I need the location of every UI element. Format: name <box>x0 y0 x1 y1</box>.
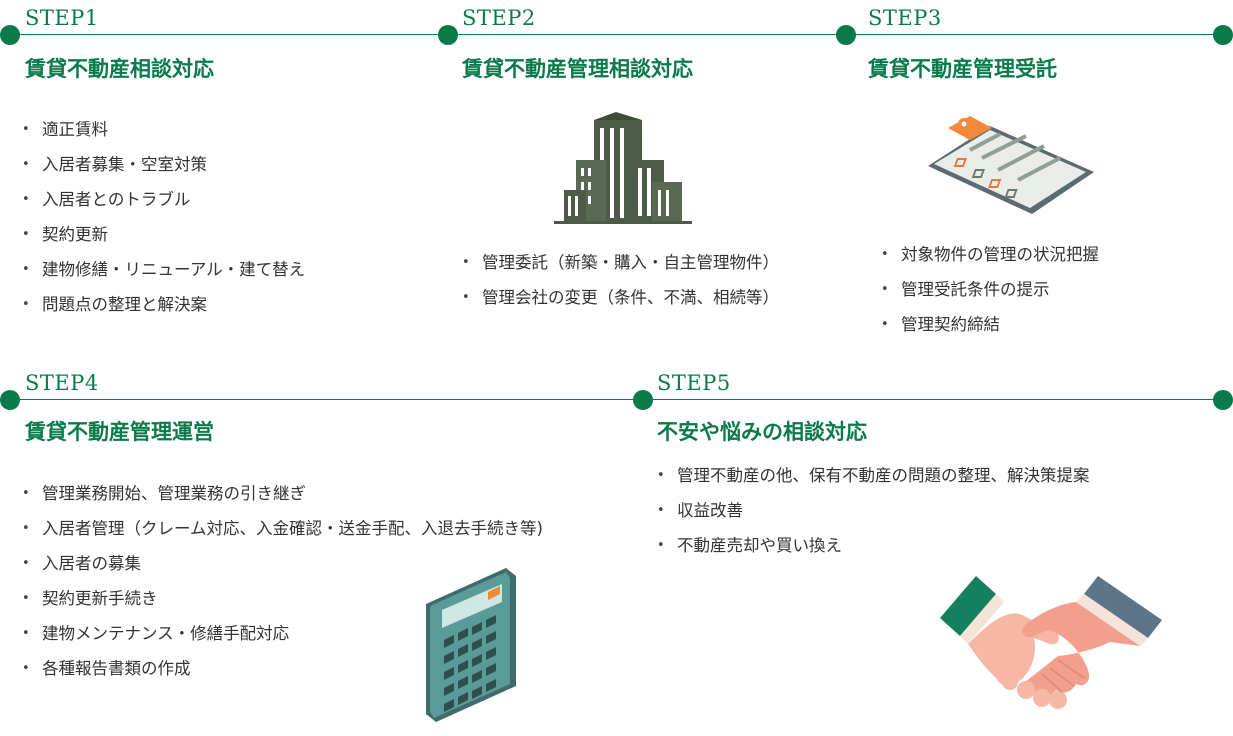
list-item: 問題点の整理と解決案 <box>22 287 305 322</box>
list-item: 管理契約締結 <box>881 307 1099 342</box>
list-item: 建物メンテナンス・修繕手配対応 <box>22 616 543 651</box>
list-item: 不動産売却や買い換え <box>657 528 1090 563</box>
timeline-dot-end-row2 <box>1213 390 1233 410</box>
timeline-line-row1 <box>10 34 1223 35</box>
step3-title: 賃貸不動産管理受託 <box>868 57 1057 81</box>
list-item: 入居者募集・空室対策 <box>22 147 305 182</box>
step5-item-list: 管理不動産の他、保有不動産の問題の整理、解決策提案 収益改善 不動産売却や買い換… <box>657 458 1090 563</box>
step4-label: STEP4 <box>25 371 99 395</box>
step1-title: 賃貸不動産相談対応 <box>25 57 214 81</box>
clipboard-icon <box>928 116 1094 214</box>
list-item: 入居者管理（クレーム対応、入金確認・送金手配、入退去手続き等) <box>22 511 543 546</box>
buildings-icon <box>554 112 692 224</box>
list-item: 各種報告書類の作成 <box>22 651 543 686</box>
step5-title: 不安や悩みの相談対応 <box>657 420 867 444</box>
list-item: 契約更新手続き <box>22 581 543 616</box>
timeline-line-row2 <box>10 399 1223 400</box>
list-item: 管理業務開始、管理業務の引き継ぎ <box>22 476 543 511</box>
step4-title: 賃貸不動産管理運営 <box>25 420 214 444</box>
list-item: 管理受託条件の提示 <box>881 272 1099 307</box>
step5-label: STEP5 <box>657 371 731 395</box>
step2-label: STEP2 <box>462 6 536 30</box>
timeline-dot-step3 <box>836 25 856 45</box>
step4-item-list: 管理業務開始、管理業務の引き継ぎ 入居者管理（クレーム対応、入金確認・送金手配、… <box>22 476 543 686</box>
step2-item-list: 管理委託（新築・購入・自主管理物件） 管理会社の変更（条件、不満、相続等） <box>462 245 779 315</box>
timeline-dot-step2 <box>438 25 458 45</box>
list-item: 管理委託（新築・購入・自主管理物件） <box>462 245 779 280</box>
calculator-icon <box>426 568 516 722</box>
step2-title: 賃貸不動産管理相談対応 <box>462 57 693 81</box>
step1-item-list: 適正賃料 入居者募集・空室対策 入居者とのトラブル 契約更新 建物修繕・リニュー… <box>22 112 305 322</box>
list-item: 契約更新 <box>22 217 305 252</box>
step1-label: STEP1 <box>25 6 99 30</box>
step3-label: STEP3 <box>868 6 942 30</box>
handshake-icon <box>940 576 1162 709</box>
list-item: 管理会社の変更（条件、不満、相続等） <box>462 280 779 315</box>
list-item: 収益改善 <box>657 493 1090 528</box>
list-item: 入居者とのトラブル <box>22 182 305 217</box>
timeline-dot-step5 <box>633 390 653 410</box>
step3-item-list: 対象物件の管理の状況把握 管理受託条件の提示 管理契約締結 <box>881 237 1099 342</box>
list-item: 入居者の募集 <box>22 546 543 581</box>
timeline-dot-step4 <box>0 390 20 410</box>
list-item: 建物修繕・リニューアル・建て替え <box>22 252 305 287</box>
list-item: 適正賃料 <box>22 112 305 147</box>
list-item: 対象物件の管理の状況把握 <box>881 237 1099 272</box>
list-item: 管理不動産の他、保有不動産の問題の整理、解決策提案 <box>657 458 1090 493</box>
timeline-dot-end-row1 <box>1213 25 1233 45</box>
timeline-dot-step1 <box>0 25 20 45</box>
